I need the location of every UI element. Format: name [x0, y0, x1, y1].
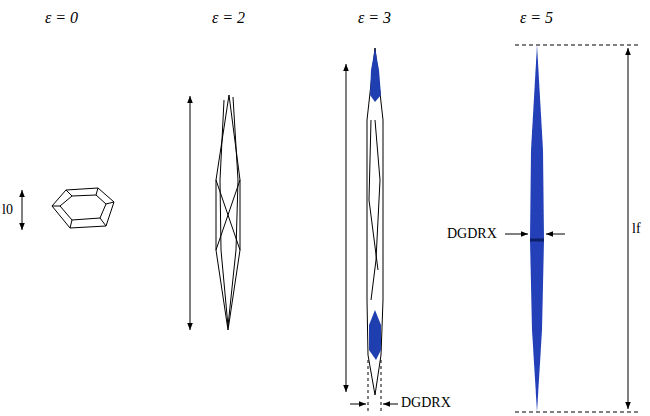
length-arrow [346, 64, 347, 392]
width-arrow [546, 234, 565, 235]
elongated-grain [216, 95, 240, 330]
dimension-label: DGDRX [401, 396, 451, 410]
strain-label: ε = 5 [520, 10, 553, 26]
width-arrow [505, 234, 528, 235]
strain-label: ε = 0 [45, 10, 78, 26]
final-length-arrow [628, 48, 629, 409]
dimension-label: l0 [2, 203, 13, 217]
recrystallized-grain [530, 45, 544, 412]
initial-length-arrow [22, 190, 23, 230]
dashed-guide [515, 45, 640, 46]
initial-grain [52, 188, 114, 228]
length-arrow [190, 96, 191, 330]
dashed-guide [381, 360, 382, 414]
strain-label: ε = 3 [358, 10, 391, 26]
dashed-guide [368, 360, 369, 414]
width-arrow [350, 404, 366, 405]
strain-label: ε = 2 [212, 10, 245, 26]
width-arrow [383, 404, 398, 405]
dimension-label: lf [632, 222, 641, 236]
dashed-guide [515, 412, 640, 413]
partly-recrystallized-grain [367, 48, 383, 395]
dimension-label: DGDRX [447, 227, 497, 241]
